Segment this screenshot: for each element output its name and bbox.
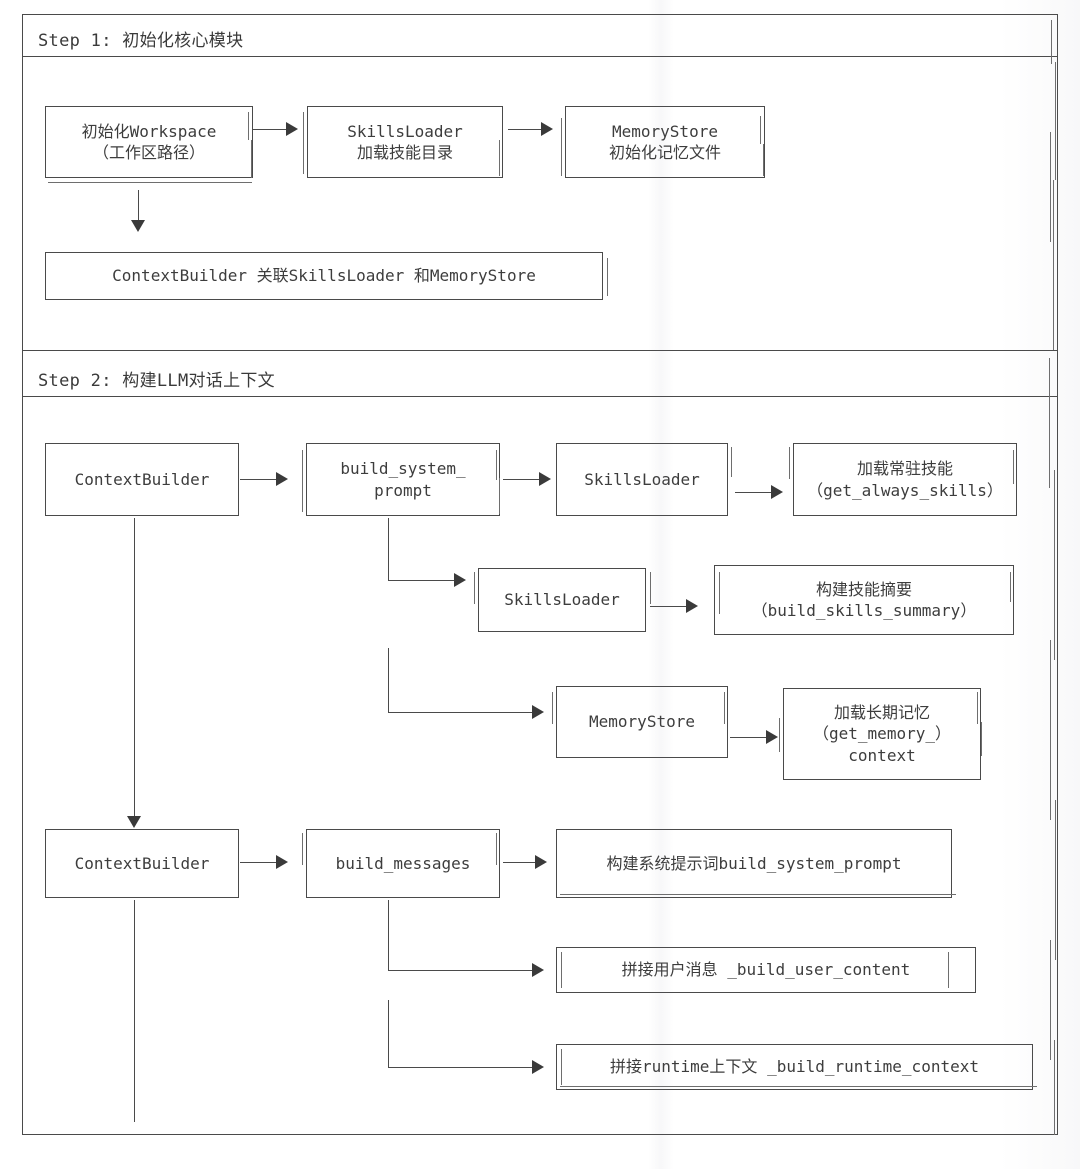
node-label: build_messages [335, 853, 471, 873]
arrowhead-right [771, 485, 783, 499]
node-build-messages[interactable]: build_messages [306, 829, 500, 898]
node-label: 构建系统提示词build_system_prompt [606, 853, 902, 873]
arrowhead-right [686, 599, 698, 613]
node-label: MemoryStore 初始化记忆文件 [608, 121, 721, 162]
node-label: ContextBuilder [74, 853, 210, 873]
node-label: ContextBuilder [74, 469, 210, 489]
node-skillsloader-a[interactable]: SkillsLoader [556, 443, 728, 516]
step2-title: Step 2: 构建LLM对话上下文 [38, 371, 275, 391]
edge-buildmessages-branch-1-horz [388, 970, 534, 971]
node-label: SkillsLoader 加载技能目录 [347, 121, 463, 162]
node-label: 构建技能摘要 （build_skills_summary） [751, 579, 977, 620]
node-contextbuilder-b[interactable]: ContextBuilder [45, 829, 239, 898]
edge-buildsystem-branch-2-vert [388, 648, 389, 712]
arrowhead-right [535, 855, 547, 869]
node-skillsloader-init[interactable]: SkillsLoader 加载技能目录 [307, 106, 503, 178]
edge-buildmessages-branch-2-vert [388, 1000, 389, 1067]
arrowhead-down [131, 220, 145, 232]
arrowhead-right [541, 122, 553, 136]
node-label: SkillsLoader [584, 469, 700, 489]
node-build-system-prompt-desc[interactable]: 构建系统提示词build_system_prompt [556, 829, 952, 898]
arrowhead-down [127, 816, 141, 828]
edge-skillsloader-to-memorystore [508, 129, 543, 130]
node-init-workspace[interactable]: 初始化Workspace （工作区路径） [45, 106, 253, 178]
arrowhead-right [766, 730, 778, 744]
node-memorystore-init[interactable]: MemoryStore 初始化记忆文件 [565, 106, 765, 178]
node-label: MemoryStore [589, 712, 695, 732]
edge-contextbuilder-b-to-buildmessages [240, 862, 278, 863]
node-label: SkillsLoader [504, 590, 620, 610]
edge-buildsystem-branch-2-horz [388, 712, 534, 713]
edge-buildsystem-to-skillsloader-a [503, 479, 541, 480]
node-build-runtime-context[interactable]: 拼接runtime上下文 _build_runtime_context [556, 1044, 1033, 1090]
edge-skillsloader-a-to-always-skills [735, 492, 773, 493]
diagram-outer-frame [22, 14, 1058, 1135]
edge-memorystore-to-memory-context [730, 737, 768, 738]
node-label: build_system_ prompt [340, 459, 466, 500]
node-build-skills-summary[interactable]: 构建技能摘要 （build_skills_summary） [714, 565, 1014, 635]
edge-skillsloader-b-to-summary [650, 606, 688, 607]
node-load-always-skills[interactable]: 加载常驻技能 （get_always_skills） [793, 443, 1017, 516]
node-build-user-content[interactable]: 拼接用户消息 _build_user_content [556, 947, 976, 993]
step1-title: Step 1: 初始化核心模块 [38, 31, 244, 51]
node-label: 初始化Workspace （工作区路径） [81, 121, 217, 162]
arrowhead-right [276, 855, 288, 869]
node-contextbuilder-link[interactable]: ContextBuilder 关联SkillsLoader 和MemorySto… [45, 252, 603, 300]
edge-workspace-to-skillsloader [253, 129, 288, 130]
arrowhead-right [454, 573, 466, 587]
arrowhead-right [532, 1060, 544, 1074]
node-get-memory-context[interactable]: 加载长期记忆 （get_memory_） context [783, 688, 981, 780]
node-contextbuilder-a[interactable]: ContextBuilder [45, 443, 239, 516]
step1-header-separator [22, 56, 1058, 57]
node-skillsloader-b[interactable]: SkillsLoader [478, 568, 646, 632]
node-memorystore[interactable]: MemoryStore [556, 686, 728, 758]
arrowhead-right [532, 705, 544, 719]
edge-contextbuilder-to-buildsystem [240, 479, 278, 480]
edge-contextbuilder-b-tail [134, 900, 135, 1122]
node-label: 加载长期记忆 （get_memory_） context [813, 703, 951, 765]
arrowhead-right [276, 472, 288, 486]
arrowhead-right [286, 122, 298, 136]
step1-step2-separator [22, 350, 1058, 351]
arrowhead-right [532, 963, 544, 977]
edge-buildmessages-branch-2-horz [388, 1067, 534, 1068]
edge-buildsystem-branch-1-vert [388, 518, 389, 580]
node-label: 加载常驻技能 （get_always_skills） [807, 459, 1003, 500]
edge-workspace-to-contextbuilder [138, 190, 139, 222]
edge-contextbuilder-a-to-b [134, 518, 135, 818]
step2-header-separator [22, 396, 1058, 397]
edge-buildmessages-branch-1-vert [388, 900, 389, 970]
node-label: 拼接runtime上下文 _build_runtime_context [610, 1057, 979, 1077]
edge-buildsystem-branch-1-horz [388, 580, 456, 581]
edge-buildmessages-to-systemprompt [503, 862, 537, 863]
node-build-system-prompt[interactable]: build_system_ prompt [306, 443, 500, 516]
arrowhead-right [539, 472, 551, 486]
node-label: ContextBuilder 关联SkillsLoader 和MemorySto… [112, 266, 536, 286]
node-label: 拼接用户消息 _build_user_content [621, 960, 911, 980]
